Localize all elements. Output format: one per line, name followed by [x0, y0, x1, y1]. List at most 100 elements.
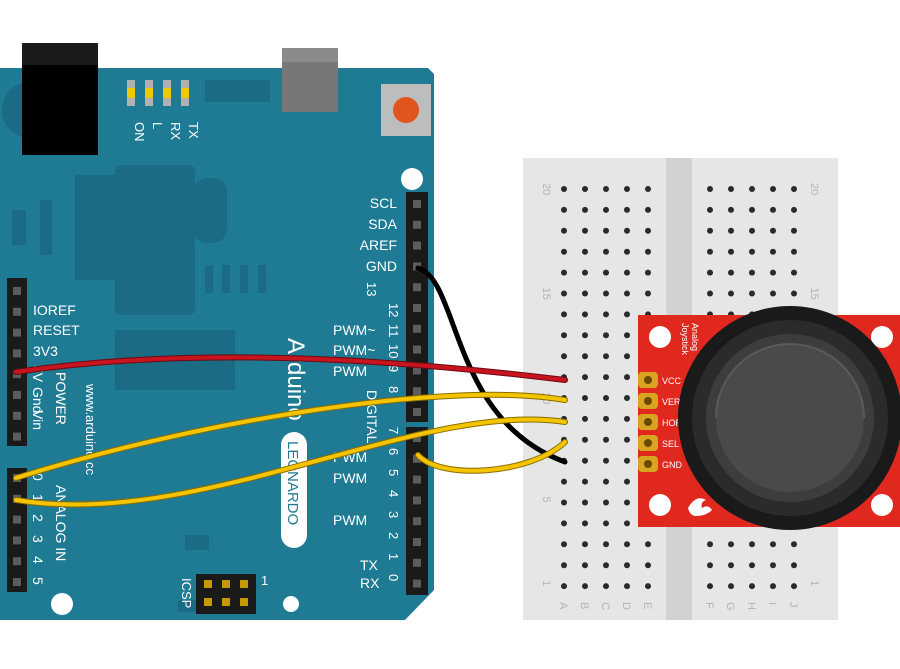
breadboard-hole	[603, 395, 609, 401]
digital-label: DIGITAL	[364, 390, 380, 444]
breadboard-hole	[603, 541, 609, 548]
breadboard-hole	[770, 248, 776, 255]
breadboard-hole	[728, 583, 734, 590]
breadboard-hole	[624, 332, 630, 339]
breadboard-hole	[624, 395, 630, 401]
breadboard-hole	[770, 227, 776, 234]
breadboard-hole	[624, 290, 630, 297]
breadboard-hole	[749, 562, 755, 569]
breadboard-hole	[561, 562, 567, 569]
breadboard-row-number: 15	[540, 288, 552, 300]
breadboard-hole	[770, 583, 776, 590]
header-pin	[13, 557, 21, 566]
joystick-pin-hole	[644, 397, 652, 405]
breadboard-hole	[707, 186, 713, 192]
breadboard-hole	[603, 583, 609, 590]
breadboard-hole	[707, 541, 713, 548]
header-pin	[13, 578, 21, 586]
breadboard-hole	[707, 583, 713, 590]
breadboard-hole	[582, 269, 588, 276]
mounting-hole	[401, 168, 423, 190]
breadboard-column-letter: F	[703, 602, 715, 609]
breadboard-hole	[561, 248, 567, 255]
breadboard-hole	[770, 290, 776, 297]
header-pin	[413, 579, 421, 588]
breadboard-hole	[770, 562, 776, 569]
pin-label-gnd-right: GND	[366, 258, 397, 274]
breadboard-hole	[603, 227, 609, 234]
pin-label-vin: Vin	[30, 410, 46, 430]
breadboard-hole	[624, 415, 630, 422]
wire-ground	[415, 265, 568, 465]
header-pin	[413, 324, 421, 333]
breadboard-hole	[645, 290, 651, 297]
breadboard-hole	[561, 332, 567, 339]
header-pin	[13, 432, 21, 441]
analog-pin-3: 3	[30, 535, 46, 543]
icsp-label: ICSP	[179, 578, 194, 608]
breadboard-hole	[749, 227, 755, 234]
pwm-label-5: PWM	[333, 470, 367, 486]
mounting-hole	[283, 596, 299, 612]
breadboard-hole	[624, 478, 630, 485]
breadboard-row-number: 20	[808, 183, 820, 195]
wire-power	[14, 355, 567, 382]
digital-header-lower	[406, 427, 428, 595]
breadboard-hole	[624, 583, 630, 590]
breadboard-hole	[624, 499, 630, 506]
wire-horizontal-signal	[14, 417, 567, 507]
breadboard-hole	[749, 248, 755, 255]
joystick-pin-hole	[644, 418, 652, 426]
breadboard-hole	[561, 583, 567, 590]
breadboard-hole	[728, 186, 734, 192]
header-pin	[413, 366, 421, 375]
breadboard-hole	[645, 227, 651, 234]
breadboard-hole	[791, 562, 797, 569]
breadboard-hole	[728, 562, 734, 569]
header-pin	[413, 538, 421, 546]
breadboard-hole	[707, 290, 713, 297]
breadboard-column-letter: D	[620, 602, 632, 610]
mounting-hole	[871, 326, 893, 348]
breadboard-hole	[624, 436, 630, 443]
breadboard-hole	[561, 269, 567, 276]
breadboard-hole	[791, 186, 797, 192]
pwm-label-3: PWM	[333, 512, 367, 528]
breadboard-hole	[645, 562, 651, 569]
header-pin	[413, 558, 421, 567]
power-header	[7, 278, 27, 446]
pin-label-ioref: IOREF	[33, 302, 76, 318]
analog-header	[7, 468, 27, 592]
breadboard-hole	[707, 248, 713, 255]
pin-label-reset: RESET	[33, 322, 80, 338]
breadboard-hole	[582, 374, 588, 381]
pin-1: 1	[386, 553, 401, 560]
breadboard-hole	[728, 269, 734, 276]
breadboard-row-number: 5	[540, 497, 552, 503]
joystick-title-line1: Analog	[690, 323, 700, 351]
breadboard-hole	[582, 499, 588, 506]
breadboard-hole	[624, 248, 630, 255]
breadboard-hole	[582, 248, 588, 255]
breadboard-hole	[728, 248, 734, 255]
breadboard-hole	[791, 206, 797, 213]
joystick-pin-hole	[644, 376, 652, 384]
breadboard-hole	[603, 562, 609, 569]
breadboard-hole	[728, 290, 734, 297]
icsp-pin	[204, 598, 212, 606]
pin-9: 9	[386, 365, 401, 372]
breadboard-hole	[603, 436, 609, 443]
header-pin	[413, 517, 421, 526]
breadboard-hole	[603, 290, 609, 297]
joystick-module: Analog Joystick VCC VER HOR SEL GND	[638, 306, 900, 530]
breadboard-hole	[624, 311, 630, 318]
icsp-pin	[222, 598, 230, 606]
breadboard-hole	[791, 583, 797, 590]
pin-4: 4	[386, 490, 401, 497]
arduino-brand: Arduino	[282, 338, 309, 421]
breadboard-column-letter: E	[641, 602, 653, 609]
breadboard-hole	[603, 248, 609, 255]
breadboard-hole	[582, 206, 588, 213]
breadboard-hole	[707, 206, 713, 213]
breadboard-hole	[561, 227, 567, 234]
